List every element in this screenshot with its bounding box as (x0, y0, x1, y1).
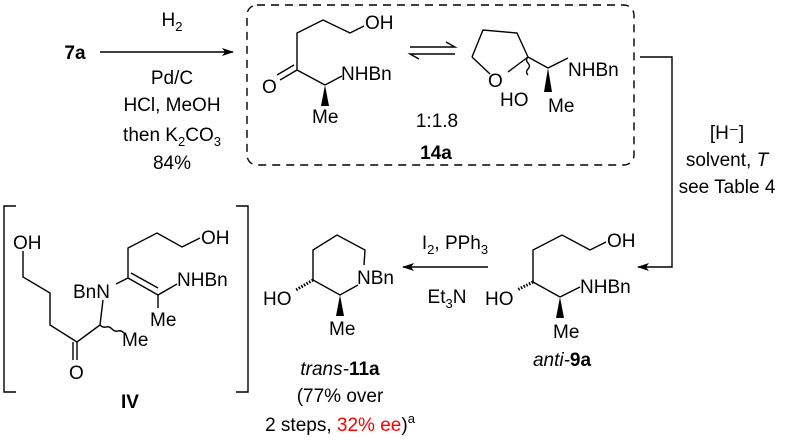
ketone-structure: OH O NHBn Me (262, 13, 394, 128)
svg-text:Me: Me (548, 96, 574, 117)
reagent-k2co3: then K2CO3 (123, 125, 221, 149)
yield-line-1: (77% over (297, 386, 384, 407)
svg-text:O: O (488, 71, 503, 92)
svg-text:Me: Me (122, 330, 148, 351)
compound-14a-label: 14a (420, 143, 452, 164)
equilibrium-arrows (407, 41, 458, 60)
svg-text:HO: HO (485, 289, 514, 310)
svg-text:NBn: NBn (357, 268, 394, 289)
reagent-h2: H2 (162, 10, 183, 34)
svg-text:Me: Me (312, 107, 338, 128)
reagent-hydride: [H⁻] (710, 123, 744, 144)
svg-text:BnN: BnN (73, 282, 110, 303)
svg-text:O: O (262, 77, 277, 98)
reagent-et3n: Et3N (428, 287, 467, 311)
equilibrium-ratio: 1:1.8 (416, 111, 458, 132)
svg-text:Me: Me (329, 319, 355, 340)
yield-step1: 84% (153, 153, 191, 174)
reagent-solvent-temp: solvent, T (686, 150, 770, 171)
compound-9a-structure: OH HO NHBn Me (485, 231, 636, 343)
compound-9a-label: anti-9a (533, 350, 592, 371)
left-bracket (3, 205, 16, 393)
svg-text:NHBn: NHBn (568, 60, 619, 81)
svg-text:HO: HO (263, 289, 292, 310)
byproduct-IV-label: IV (121, 392, 139, 413)
reagent-i2-pph3: I2, PPh3 (422, 233, 488, 257)
compound-11a-label: trans-11a (300, 359, 380, 380)
compound-7a-label: 7a (64, 43, 86, 64)
svg-text:Me: Me (553, 322, 579, 343)
svg-text:OH: OH (607, 231, 636, 252)
right-bracket (236, 205, 249, 393)
svg-text:OH: OH (365, 13, 394, 34)
svg-text:O: O (69, 363, 84, 384)
svg-text:HO: HO (500, 90, 529, 111)
reagent-hcl-meoh: HCl, MeOH (123, 95, 220, 116)
reagent-see-table: see Table 4 (679, 177, 776, 198)
hemiketal-structure: O HO NHBn Me (471, 29, 619, 117)
intermediate-14a-box (246, 4, 635, 166)
svg-text:NHBn: NHBn (580, 277, 631, 298)
reaction-arrow-2 (637, 56, 673, 271)
footnote-marker: a (408, 411, 416, 426)
svg-text:NHBn: NHBn (177, 270, 228, 291)
compound-11a-structure: NBn HO Me (263, 234, 394, 340)
byproduct-IV-structure: OH OH BnN NHBn Me Me O (13, 228, 230, 384)
svg-text:NHBn: NHBn (341, 64, 392, 85)
reagent-pdc: Pd/C (151, 68, 193, 89)
ee-value: 32% ee (337, 415, 401, 436)
svg-text:OH: OH (201, 228, 230, 249)
svg-text:Me: Me (150, 310, 176, 331)
svg-text:OH: OH (13, 233, 42, 254)
yield-line-2: 2 steps, 32% ee)a (265, 411, 416, 436)
